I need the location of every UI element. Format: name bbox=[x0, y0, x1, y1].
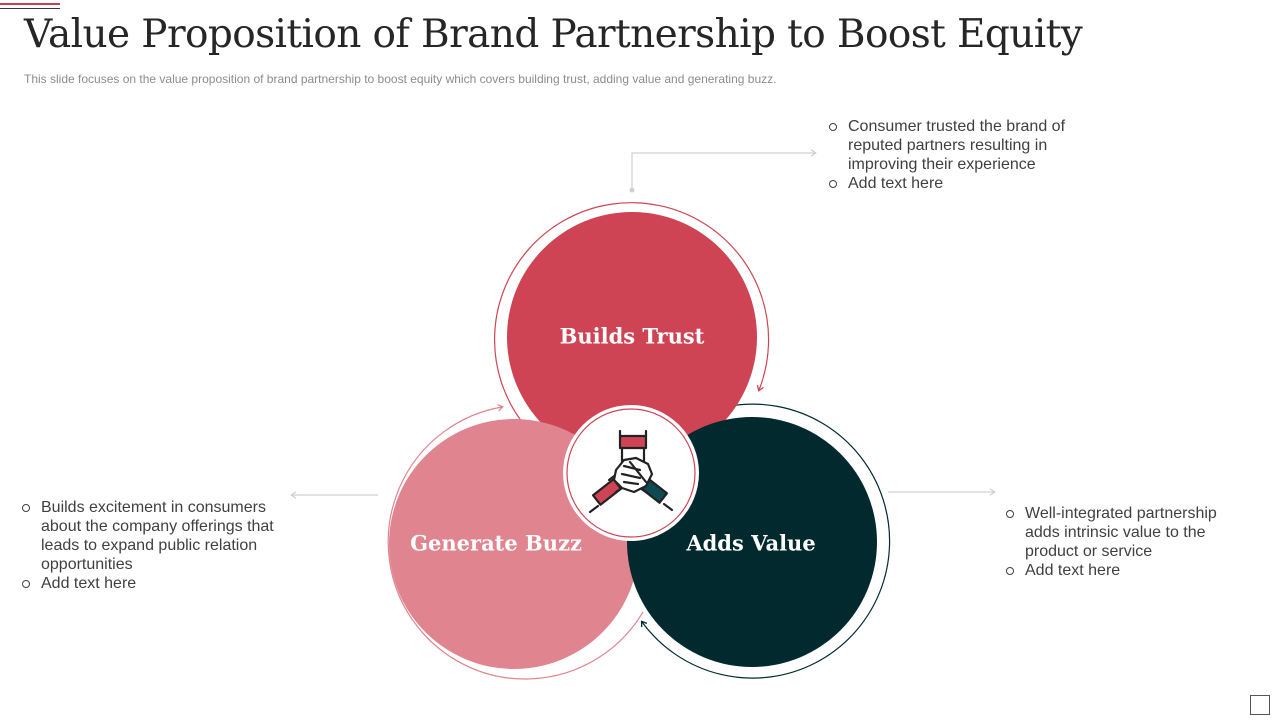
slide-nav-square[interactable] bbox=[1250, 695, 1270, 715]
bullets-value: Well-integrated partnership adds intrins… bbox=[1006, 504, 1238, 580]
trust-outer-arc bbox=[493, 202, 770, 428]
slide-subtitle: This slide focuses on the value proposit… bbox=[24, 72, 777, 86]
handshake-team-icon bbox=[588, 429, 674, 514]
bullet-buzz-2: Add text here bbox=[22, 574, 284, 593]
corner-accent-lines bbox=[0, 3, 60, 9]
bullet-value-2: Add text here bbox=[1006, 561, 1238, 580]
bullet-trust-1: Consumer trusted the brand of reputed pa… bbox=[829, 117, 1121, 174]
bullet-value-1: Well-integrated partnership adds intrins… bbox=[1006, 504, 1238, 561]
accent-line-dark bbox=[0, 8, 60, 9]
label-adds-value: Adds Value bbox=[685, 531, 815, 556]
connector-trust-dot bbox=[629, 187, 635, 193]
bullet-trust-2: Add text here bbox=[829, 174, 1121, 193]
bullet-buzz-1: Builds excitement in consumers about the… bbox=[22, 498, 284, 574]
center-badge-ring bbox=[566, 408, 696, 538]
label-generate-buzz: Generate Buzz bbox=[410, 531, 582, 556]
bullets-trust: Consumer trusted the brand of reputed pa… bbox=[829, 117, 1121, 193]
bullets-buzz: Builds excitement in consumers about the… bbox=[22, 498, 284, 593]
accent-line-red bbox=[0, 3, 60, 5]
buzz-outer-arc bbox=[387, 403, 644, 680]
value-outer-arc bbox=[640, 403, 891, 679]
connector-trust bbox=[631, 149, 817, 190]
slide-title: Value Proposition of Brand Partnership t… bbox=[24, 12, 1083, 57]
circle-builds-trust bbox=[507, 212, 757, 462]
label-builds-trust: Builds Trust bbox=[560, 324, 705, 349]
